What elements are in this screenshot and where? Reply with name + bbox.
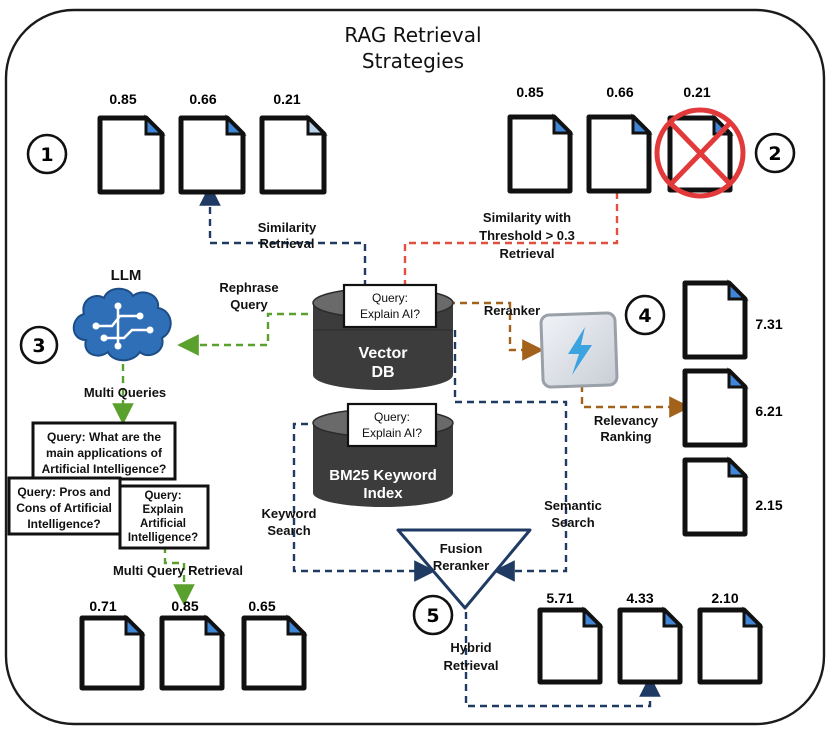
- threshold-label-2: Threshold > 0.3: [479, 228, 575, 243]
- document-icon: [682, 279, 749, 360]
- multi-query-box-2: Query: Pros and Cons of Artificial Intel…: [7, 476, 122, 536]
- reranker-label: Reranker: [484, 303, 540, 318]
- score-multi-query-3: 0.65: [248, 598, 275, 614]
- relevancy-ranking-arrow: [580, 385, 691, 418]
- step-marker-1: 1: [26, 133, 68, 175]
- multi-query-box-3: Query: Explain Artificial Intelligence?: [118, 484, 210, 550]
- rephrase-query-label-2: Query: [230, 297, 268, 312]
- vector-db-label-2: DB: [371, 364, 394, 381]
- reranker-arrow: [436, 301, 544, 361]
- fusion-reranker-label-2: Reranker: [433, 558, 489, 573]
- document-icon: [241, 614, 308, 691]
- svg-text:Explain: Explain: [143, 504, 184, 516]
- score-multi-query-1: 0.71: [89, 598, 116, 614]
- query-box-vector: Query: Explain AI?: [342, 283, 438, 329]
- hybrid-retrieval-label-1: Hybrid: [450, 640, 491, 655]
- document-icon: [178, 114, 247, 195]
- similarity-retrieval-label-2: Retrieval: [260, 236, 315, 251]
- multi-queries-label: Multi Queries: [84, 385, 166, 400]
- svg-text:Query:: Query:: [374, 410, 410, 424]
- diagram-title-line2: Strategies: [362, 49, 464, 73]
- svg-text:Query: What are the: Query: What are the: [47, 430, 161, 444]
- step-marker-2: 2: [754, 132, 796, 174]
- score-similarity-3: 0.21: [273, 91, 300, 107]
- svg-text:Query: Pros and: Query: Pros and: [17, 485, 110, 499]
- score-threshold-3: 0.21: [683, 84, 710, 100]
- svg-text:Cons of Artificial: Cons of Artificial: [16, 501, 112, 515]
- document-icon: [79, 614, 146, 691]
- step-marker-4: 4: [624, 294, 666, 336]
- score-hybrid-1: 5.71: [546, 590, 573, 606]
- llm-brain-icon: [72, 287, 172, 362]
- svg-text:5: 5: [426, 605, 439, 627]
- document-icon: [682, 456, 749, 537]
- document-icon: [259, 114, 328, 195]
- document-icon: [682, 367, 749, 448]
- multi-query-retrieval-arrow: [163, 546, 195, 606]
- rephrase-query-label-1: Rephrase: [219, 280, 278, 295]
- relevancy-label-1: Relevancy: [594, 413, 659, 428]
- step-marker-5: 5: [412, 594, 454, 636]
- reranker-bolt-icon: [539, 311, 619, 389]
- score-threshold-2: 0.66: [606, 84, 633, 100]
- hybrid-retrieval-arrow: [464, 612, 661, 708]
- score-hybrid-3: 2.10: [711, 590, 738, 606]
- vector-db-label-1: Vector: [359, 345, 408, 362]
- reject-cross-icon: [654, 107, 746, 199]
- threshold-label-3: Retrieval: [500, 246, 555, 261]
- svg-text:Query:: Query:: [372, 291, 408, 305]
- hybrid-retrieval-label-2: Retrieval: [444, 658, 499, 673]
- semantic-search-arrow: [453, 330, 568, 582]
- score-reranked-3: 2.15: [755, 497, 782, 513]
- score-similarity-2: 0.66: [189, 91, 216, 107]
- svg-text:main applications of: main applications of: [46, 446, 163, 460]
- threshold-label-1: Similarity with: [483, 210, 571, 225]
- score-reranked-2: 6.21: [755, 403, 782, 419]
- svg-text:Intelligence?: Intelligence?: [128, 532, 198, 544]
- document-icon: [97, 114, 166, 195]
- multi-query-box-1: Query: What are the main applications of…: [31, 421, 177, 481]
- score-reranked-1: 7.31: [755, 316, 782, 332]
- svg-text:3: 3: [32, 335, 45, 357]
- svg-text:Artificial Intelligence?: Artificial Intelligence?: [42, 462, 167, 476]
- similarity-retrieval-label-1: Similarity: [258, 220, 317, 235]
- document-icon: [586, 113, 653, 194]
- similarity-retrieval-arrow: [199, 184, 367, 287]
- svg-text:4: 4: [638, 305, 651, 327]
- keyword-search-label-2: Search: [267, 523, 310, 538]
- document-icon: [537, 606, 604, 685]
- svg-text:2: 2: [768, 143, 781, 165]
- svg-text:Query:: Query:: [144, 490, 181, 502]
- score-multi-query-2: 0.85: [171, 598, 198, 614]
- score-similarity-1: 0.85: [109, 91, 136, 107]
- svg-text:Explain AI?: Explain AI?: [360, 307, 420, 321]
- semantic-search-label-1: Semantic: [544, 498, 602, 513]
- svg-text:Explain AI?: Explain AI?: [362, 426, 422, 440]
- step-marker-3: 3: [19, 325, 59, 365]
- rephrase-query-arrow: [177, 312, 344, 356]
- keyword-search-label-1: Keyword: [262, 506, 317, 521]
- document-icon: [159, 614, 226, 691]
- threshold-retrieval-arrow: [403, 193, 619, 287]
- svg-text:Artificial: Artificial: [140, 518, 186, 530]
- fusion-reranker-label-1: Fusion: [440, 541, 483, 556]
- document-icon: [697, 606, 764, 685]
- bm25-label-2: Index: [363, 485, 403, 502]
- svg-text:Intelligence?: Intelligence?: [27, 517, 100, 531]
- diagram-title-line1: RAG Retrieval: [344, 23, 481, 47]
- bm25-label-1: BM25 Keyword: [329, 467, 437, 484]
- llm-label: LLM: [111, 267, 142, 284]
- multi-query-retrieval-label: Multi Query Retrieval: [113, 563, 243, 578]
- query-box-bm25: Query: Explain AI?: [346, 402, 438, 448]
- relevancy-label-2: Ranking: [600, 429, 651, 444]
- document-icon: [617, 606, 684, 685]
- semantic-search-label-2: Search: [551, 515, 594, 530]
- document-icon: [507, 113, 574, 194]
- score-hybrid-2: 4.33: [626, 590, 653, 606]
- svg-text:1: 1: [40, 144, 53, 166]
- score-threshold-1: 0.85: [516, 84, 543, 100]
- fusion-reranker-funnel: [396, 528, 532, 610]
